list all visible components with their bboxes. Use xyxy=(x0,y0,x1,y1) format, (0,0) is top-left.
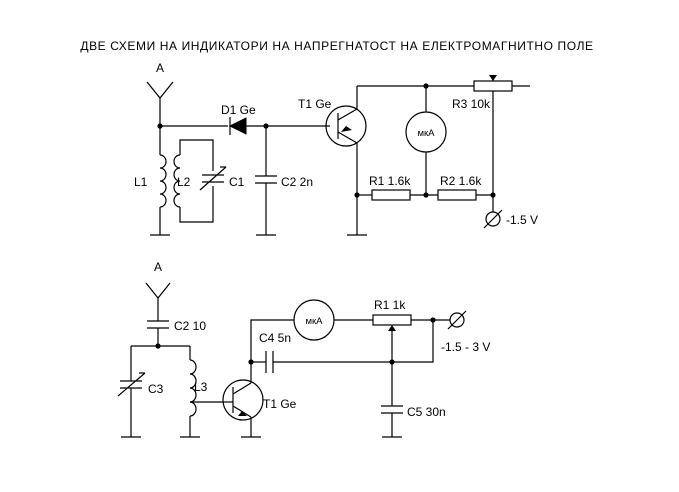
microammeter-1-label: мкА xyxy=(417,128,435,139)
microammeter-1: мкА xyxy=(405,86,447,195)
transistor-t1-a-label: T1 Ge xyxy=(298,97,332,111)
variable-capacitor-c1: C1 xyxy=(199,166,245,191)
antenna-1: A xyxy=(146,61,174,126)
node-emitter xyxy=(354,192,360,198)
microammeter-2: мкА xyxy=(293,299,373,341)
capacitor-c5-label: C5 30n xyxy=(407,405,446,419)
capacitor-c4: C4 5n xyxy=(259,331,392,373)
resistor-r1-a: R1 1.6k xyxy=(369,174,411,201)
transistor-t1-a: T1 Ge xyxy=(298,86,367,236)
coil-l1-label: L1 xyxy=(134,175,148,189)
resistor-r2-label: R2 1.6k xyxy=(440,174,482,188)
antenna-2: A xyxy=(145,260,171,321)
capacitor-c2-b: C2 10 xyxy=(147,319,206,346)
coil-l3-label: L3 xyxy=(194,380,208,394)
diode-d1-label: D1 Ge xyxy=(221,103,256,117)
diagram-title: ДВЕ СХЕМИ НА ИНДИКАТОРИ НА НАПРЕГНАТОСТ … xyxy=(80,39,593,53)
potentiometer-r1-b: R1 1k xyxy=(372,298,412,362)
coil-l2: L2 xyxy=(173,139,214,223)
capacitor-c1-label: C1 xyxy=(229,175,245,189)
potentiometer-r3: R3 10k xyxy=(452,75,513,111)
microammeter-2-label: мкА xyxy=(305,316,323,327)
potentiometer-r1-b-label: R1 1k xyxy=(374,298,406,312)
capacitor-c4-label: C4 5n xyxy=(259,331,291,345)
antenna-1-label: A xyxy=(156,61,164,75)
capacitor-c2-label: C2 2n xyxy=(281,175,313,189)
resistor-r2: R2 1.6k xyxy=(437,174,482,201)
transistor-t1-b: T1 Ge xyxy=(222,362,297,438)
circuit-1: A L1 L2 C1 xyxy=(134,61,538,236)
capacitor-c2: C2 2n xyxy=(255,126,313,236)
supply-terminal-1: -1.5 V xyxy=(483,209,538,229)
coil-l1: L1 xyxy=(134,126,170,236)
node-divider-mid xyxy=(423,192,429,198)
potentiometer-r3-label: R3 10k xyxy=(452,97,491,111)
supply-terminal-2: -1.5 - 3 V xyxy=(441,310,490,354)
capacitor-c3-label: C3 xyxy=(148,382,164,396)
supply-1-label: -1.5 V xyxy=(506,213,538,227)
capacitor-c5: C5 30n xyxy=(381,362,446,438)
capacitor-c2-b-label: C2 10 xyxy=(174,319,206,333)
transistor-t1-b-label: T1 Ge xyxy=(263,397,297,411)
diode-d1: D1 Ge xyxy=(221,103,256,135)
resistor-r1-a-label: R1 1.6k xyxy=(369,174,411,188)
antenna-2-label: A xyxy=(154,260,162,274)
circuit-2: A C2 10 C3 L3 xyxy=(117,260,490,438)
coil-l2-label: L2 xyxy=(177,175,191,189)
variable-capacitor-c3: C3 xyxy=(117,346,164,438)
coil-l3: L3 xyxy=(180,346,222,438)
supply-2-label: -1.5 - 3 V xyxy=(441,340,490,354)
